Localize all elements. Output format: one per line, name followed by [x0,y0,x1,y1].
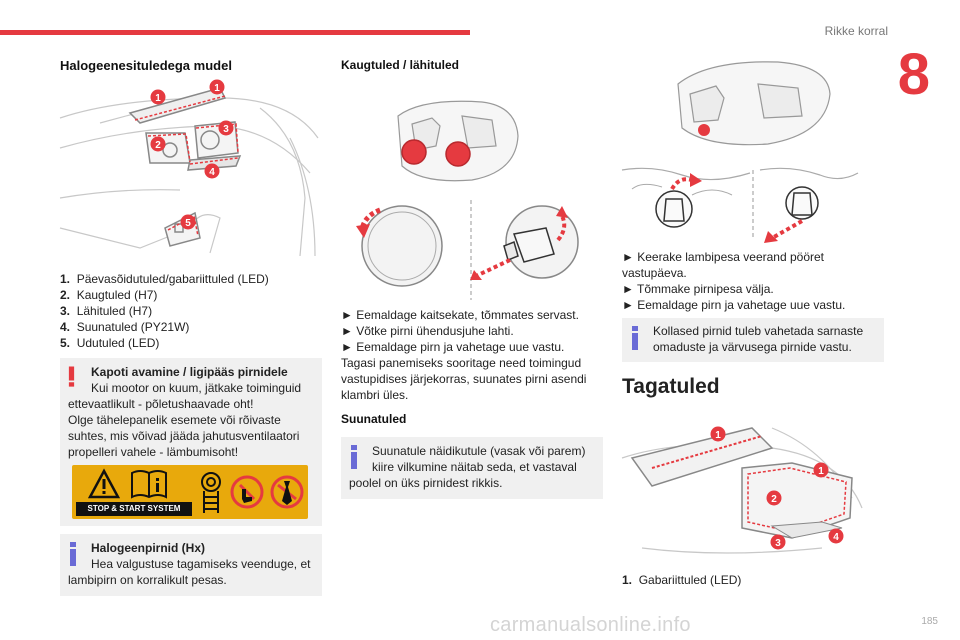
no-tie-icon [270,475,304,509]
legend-item: 3. Lähituled (H7) [60,304,153,318]
remove-cover-diagram [356,205,443,287]
svg-text:5: 5 [185,218,191,229]
step-line: ► Keerake lambipesa veerand pööret [622,250,824,264]
legend-item: 5. Udutuled (LED) [60,336,160,350]
pull-socket-diagram [759,167,859,243]
info-box-indicators: Suunatule näidikutule (vasak või parem) … [341,437,603,499]
svg-text:2: 2 [155,140,161,151]
warning-line: suhtes, mis võivad jääda jahutusventilaa… [68,429,300,443]
svg-text:1: 1 [818,466,824,477]
callout-1a [150,89,166,105]
svg-text:1: 1 [155,93,161,104]
rear-lights-legend: 1. Gabariittuled (LED) [622,572,741,588]
legend-item: 2. Kaugtuled (H7) [60,288,158,302]
warning-triangle-icon [87,468,121,499]
twist-socket-diagram [621,167,751,228]
callout-1a [710,426,726,442]
step-line: ► Eemaldage kaitsekate, tõmmates servast… [341,308,579,322]
header-accent-bar [0,30,470,35]
info-line: Hea valgustuse tagamiseks veenduge, et [91,557,311,571]
info-title: Halogeenpirnid (Hx) [91,541,206,555]
svg-text:4: 4 [833,532,839,543]
front-lights-diagram: 1 1 3 2 4 5 [59,79,319,257]
step-line: ► Võtke pirni ühendusjuhe lahti. [341,324,514,338]
step-line: vastupidises järjekorras, suunates pirni… [341,372,587,386]
headlamp-rear-diagram [397,100,519,182]
callout-1b [813,462,829,478]
info-line: omaduste ja värvusega pirnide vastu. [653,340,852,354]
info-icon [351,445,357,469]
callout-3 [770,534,786,550]
step-line: ► Tõmmake pirnipesa välja. [622,282,774,296]
section-heading-halogen: Halogeenesituledega mudel [60,58,232,73]
svg-text:1: 1 [715,430,721,441]
callout-2 [766,490,782,506]
indicator-steps: ► Keerake lambipesa veerand pööret vastu… [622,249,845,313]
svg-text:3: 3 [223,124,229,135]
divider-line [752,170,754,240]
step-line: ► Eemaldage pirn ja vahetage uue vastu. [622,298,846,312]
bulb-cover-high [445,141,471,167]
beam-steps: ► Eemaldage kaitsekate, tõmmates servast… [341,307,586,403]
remove-bulb-diagram [470,205,579,280]
info-icon [70,542,76,566]
front-lights-legend: 1. Päevasõidutuled/gabariittuled (LED) 2… [60,271,269,351]
stop-start-label: STOP & START SYSTEM [76,502,192,516]
section-heading-beams: Kaugtuled / lähituled [341,58,460,72]
info-line: Kollased pirnid tuleb vahetada sarnaste [653,324,864,338]
chapter-number: 8 [897,42,930,107]
section-title: Rikke korral [824,24,888,38]
warning-line: Kui mootor on kuum, jätkake toiminguid [91,381,302,395]
callout-1b [209,79,225,95]
warning-line: propelleri vahele - lämbumisoht! [68,445,239,459]
manual-book-icon [131,470,167,499]
rear-lights-diagram: 1 1 2 3 4 [621,426,863,554]
page-number: 185 [921,616,938,627]
warning-line: Olge tähelepanelik esemete või rõivaste [68,413,281,427]
legend-item: 1. Gabariittuled (LED) [622,573,742,587]
step-line: vastupäeva. [622,266,687,280]
callout-4 [204,163,220,179]
warning-line: ettevaatlikult - põletushaavade oht! [68,397,254,411]
info-box-halogen: Halogeenpirnid (Hx) Hea valgustuse tagam… [60,534,322,596]
bulb-cover-low [401,139,427,165]
section-heading-rear-lights: Tagatuled [622,375,720,398]
section-heading-indicators: Suunatuled [341,412,407,426]
divider-line [470,200,472,300]
callout-4 [828,528,844,544]
info-line: kiire vilkumine näitab seda, et vastaval [372,460,577,474]
step-line: klambri üles. [341,388,409,402]
watermark: carmanualsonline.info [490,614,691,636]
no-hand-icon [230,475,264,509]
safety-pictograms: STOP & START SYSTEM [72,465,308,519]
svg-text:4: 4 [209,167,215,178]
info-line: lambipirn on korralikult pesas. [68,573,227,587]
callout-5 [180,214,196,230]
info-line: Suunatule näidikutule (vasak või parem) [372,444,586,458]
info-icon [632,326,638,350]
step-line: ► Eemaldage pirn ja vahetage uue vastu. [341,340,565,354]
info-box-yellow-bulbs: Kollased pirnid tuleb vahetada sarnaste … [622,318,884,362]
indicator-bulb-marker [698,124,710,136]
svg-text:2: 2 [771,494,777,505]
step-line: Tagasi panemiseks sooritage need toiming… [341,356,582,370]
indicator-headlamp-diagram [677,61,831,146]
info-line: poolel on üks pirnidest rikkis. [349,476,503,490]
legend-item: 1. Päevasõidutuled/gabariittuled (LED) [60,272,269,286]
callout-2 [150,136,166,152]
fan-icon [201,472,221,513]
legend-item: 4. Suunatuled (PY21W) [60,320,190,334]
callout-3 [218,120,234,136]
exclamation-icon [68,366,75,387]
svg-text:3: 3 [775,538,781,549]
svg-text:1: 1 [214,83,220,94]
warning-title: Kapoti avamine / ligipääs pirnidele [91,365,288,379]
